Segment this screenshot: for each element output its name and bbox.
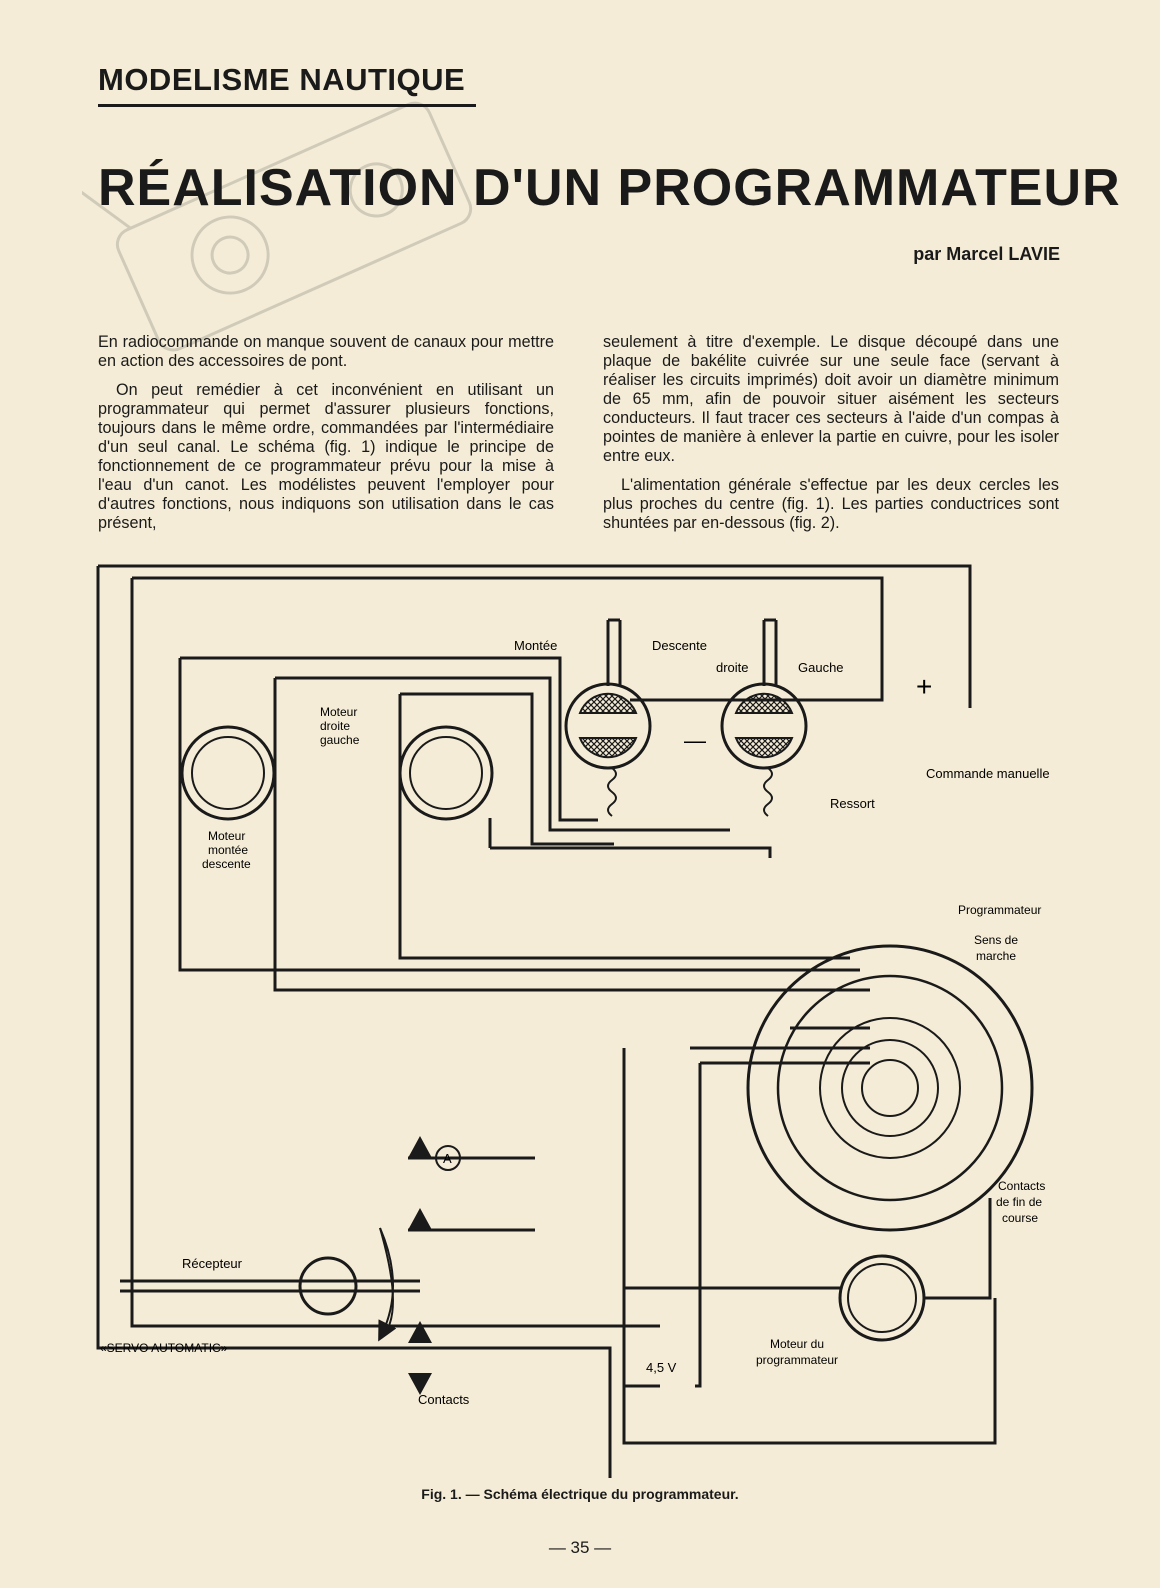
label-contacts-fin-course-3: course [1002, 1211, 1038, 1225]
label-plus: + [916, 671, 932, 702]
label-minus: — [684, 728, 706, 753]
label-a-marker: A [443, 1151, 452, 1166]
label-moteur-droite-gauche-1: Moteur [320, 705, 357, 719]
paragraph: On peut remédier à cet inconvénient en u… [98, 381, 554, 532]
label-contacts-fin-course-2: de fin de [996, 1195, 1042, 1209]
label-descente: Descente [652, 638, 707, 653]
label-contacts: Contacts [418, 1392, 470, 1407]
label-programmateur: Programmateur [958, 903, 1041, 917]
label-moteur-droite-gauche-2: droite [320, 719, 350, 733]
article-column-left: En radiocommande on manque souvent de ca… [98, 333, 554, 543]
label-commande-manuelle: Commande manuelle [926, 766, 1050, 781]
label-gauche: Gauche [798, 660, 844, 675]
paragraph: seulement à titre d'exemple. Le disque d… [603, 333, 1059, 465]
section-title: MODELISME NAUTIQUE [98, 62, 476, 107]
label-sens-de-marche-2: marche [976, 949, 1016, 963]
label-montee: Montée [514, 638, 557, 653]
label-moteur-montee-descente-1: Moteur [208, 829, 245, 843]
article-title: RÉALISATION D'UN PROGRAMMATEUR [98, 159, 1121, 217]
paragraph: En radiocommande on manque souvent de ca… [98, 333, 554, 370]
label-moteur-montee-descente-3: descente [202, 857, 251, 871]
label-servo: «SERVO AUTOMATIC» [100, 1341, 228, 1355]
circuit-diagram: Montée Descente droite Gauche + — Moteur… [96, 564, 1050, 1478]
label-droite: droite [716, 660, 749, 675]
label-recepteur: Récepteur [182, 1256, 243, 1271]
label-voltage: 4,5 V [646, 1360, 677, 1375]
watermark-transmitter [82, 101, 473, 352]
article-column-right: seulement à titre d'exemple. Le disque d… [603, 333, 1059, 543]
label-moteur-droite-gauche-3: gauche [320, 733, 360, 747]
page-number: — 35 — [548, 1538, 612, 1557]
label-ressort: Ressort [830, 796, 875, 811]
figure-caption: Fig. 1. — Schéma électrique du programma… [421, 1486, 739, 1502]
label-moteur-montee-descente-2: montée [208, 843, 248, 857]
author-byline: par Marcel LAVIE [913, 244, 1060, 264]
label-moteur-programmateur-2: programmateur [756, 1353, 838, 1367]
label-sens-de-marche-1: Sens de [974, 933, 1018, 947]
paragraph: L'alimentation générale s'effectue par l… [603, 476, 1059, 532]
label-contacts-fin-course-1: Contacts [998, 1179, 1045, 1193]
label-moteur-programmateur-1: Moteur du [770, 1337, 824, 1351]
